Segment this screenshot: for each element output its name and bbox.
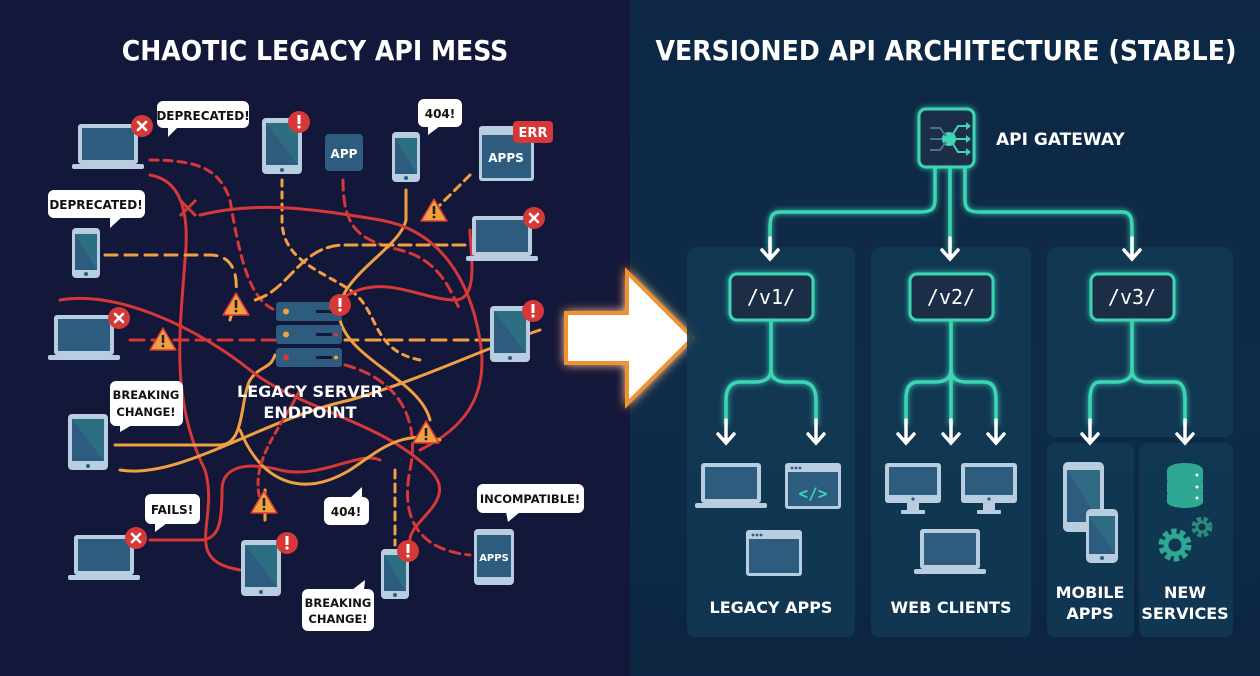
speech-bubble-404-top: 404! bbox=[418, 99, 462, 135]
warning-icon bbox=[250, 490, 278, 514]
version-label-v2: /v2/ bbox=[927, 285, 975, 309]
warning-icon bbox=[412, 420, 440, 444]
connection-line bbox=[280, 178, 422, 362]
speech-bubble-deprecated-top: DEPRECATED! bbox=[156, 101, 250, 137]
warning-icon bbox=[420, 198, 448, 222]
new-services-label-line2: SERVICES bbox=[1141, 604, 1228, 623]
api-gateway-icon bbox=[917, 107, 976, 169]
tablet-icon bbox=[68, 414, 108, 470]
error-x-icon bbox=[123, 525, 149, 551]
svg-text:ERR: ERR bbox=[519, 126, 548, 141]
version-box-v1[interactable] bbox=[728, 272, 815, 322]
apps-window-tile: APPS ERR bbox=[479, 121, 553, 181]
svg-text:404!: 404! bbox=[331, 505, 362, 519]
error-x-icon bbox=[521, 205, 547, 231]
mobile-apps-label-line2: APPS bbox=[1066, 604, 1113, 623]
client-arrowheads bbox=[716, 418, 1195, 446]
connection-line bbox=[118, 328, 542, 473]
tangled-connections bbox=[58, 158, 542, 572]
database-icon bbox=[1167, 463, 1203, 508]
legacy-server-icon bbox=[276, 302, 342, 367]
err-badge bbox=[513, 121, 553, 143]
legacy-apps-label: LEGACY APPS bbox=[710, 598, 833, 617]
error-x-icon bbox=[106, 305, 132, 331]
server-alert-icon bbox=[329, 294, 351, 316]
broken-link-x-icon bbox=[178, 198, 198, 218]
speech-bubble-404-mid: 404! bbox=[324, 487, 369, 525]
connection-line bbox=[343, 363, 472, 557]
alert-icon bbox=[397, 540, 419, 562]
connection-line bbox=[148, 456, 382, 542]
warning-icon bbox=[222, 292, 250, 316]
svg-text:FAILS!: FAILS! bbox=[151, 503, 193, 517]
server-label-line2: ENDPOINT bbox=[263, 403, 356, 422]
tablet-icon bbox=[241, 540, 281, 596]
app-tile: APP bbox=[325, 134, 363, 171]
left-title: CHAOTIC LEGACY API MESS bbox=[122, 34, 509, 67]
alert-icon bbox=[276, 532, 298, 554]
speech-bubble-breaking-change-2: BREAKING CHANGE! bbox=[302, 580, 374, 631]
web-clients-label: WEB CLIENTS bbox=[891, 598, 1012, 617]
version-label-v1: /v1/ bbox=[747, 285, 795, 309]
version-routes bbox=[724, 321, 1187, 425]
apps-tablet-tile: APPS bbox=[474, 529, 514, 585]
version-label-v3: /v3/ bbox=[1108, 285, 1156, 309]
error-x-icon bbox=[129, 113, 155, 139]
v1-panel bbox=[687, 247, 855, 637]
mobile-apps-label-line1: MOBILE bbox=[1056, 583, 1125, 602]
connection-line bbox=[113, 353, 277, 447]
svg-text:BREAKING: BREAKING bbox=[113, 388, 180, 402]
alert-icon bbox=[288, 111, 310, 133]
speech-bubble-incompatible: INCOMPATIBLE! bbox=[477, 484, 584, 522]
code-window-icon: </> bbox=[785, 463, 841, 509]
api-gateway-label: API GATEWAY bbox=[996, 130, 1125, 150]
svg-text:APP: APP bbox=[331, 147, 358, 161]
connection-line bbox=[58, 297, 441, 542]
transition-arrow-icon bbox=[564, 267, 696, 409]
alert-icon bbox=[522, 300, 544, 322]
svg-text:DEPRECATED!: DEPRECATED! bbox=[49, 198, 142, 212]
svg-text:APPS: APPS bbox=[479, 553, 509, 564]
svg-text:CHANGE!: CHANGE! bbox=[308, 612, 367, 626]
connection-line bbox=[433, 173, 472, 212]
connection-line bbox=[256, 388, 302, 502]
svg-text:404!: 404! bbox=[425, 107, 456, 121]
legacy-laptop-icon bbox=[695, 463, 767, 508]
phone-icon bbox=[392, 132, 420, 182]
connection-line bbox=[148, 158, 277, 312]
right-title: VERSIONED API ARCHITECTURE (STABLE) bbox=[656, 34, 1237, 67]
phone-icon bbox=[72, 228, 100, 278]
svg-text:DEPRECATED!: DEPRECATED! bbox=[156, 109, 249, 123]
connection-line bbox=[253, 243, 467, 302]
speech-bubble-deprecated-left: DEPRECATED! bbox=[48, 190, 145, 228]
route-arrowheads bbox=[760, 236, 1142, 262]
svg-text:</>: </> bbox=[799, 484, 828, 503]
gears-icon bbox=[1158, 516, 1213, 562]
mobile-phones-icon bbox=[1063, 462, 1118, 563]
speech-bubble-breaking-change-1: BREAKING CHANGE! bbox=[110, 381, 183, 432]
web-laptop-icon bbox=[914, 529, 986, 574]
version-box-v3[interactable] bbox=[1089, 272, 1176, 322]
svg-text:CHANGE!: CHANGE! bbox=[116, 405, 175, 419]
browser-window-icon bbox=[746, 530, 802, 576]
version-box-v2[interactable] bbox=[908, 272, 995, 322]
speech-bubble-fails: FAILS! bbox=[145, 494, 200, 532]
new-services-label-line1: NEW bbox=[1164, 583, 1206, 602]
svg-text:BREAKING: BREAKING bbox=[305, 596, 372, 610]
svg-text:INCOMPATIBLE!: INCOMPATIBLE! bbox=[480, 492, 580, 506]
connection-line bbox=[198, 205, 484, 452]
server-label-line1: LEGACY SERVER bbox=[237, 382, 383, 401]
svg-text:APPS: APPS bbox=[488, 151, 524, 165]
